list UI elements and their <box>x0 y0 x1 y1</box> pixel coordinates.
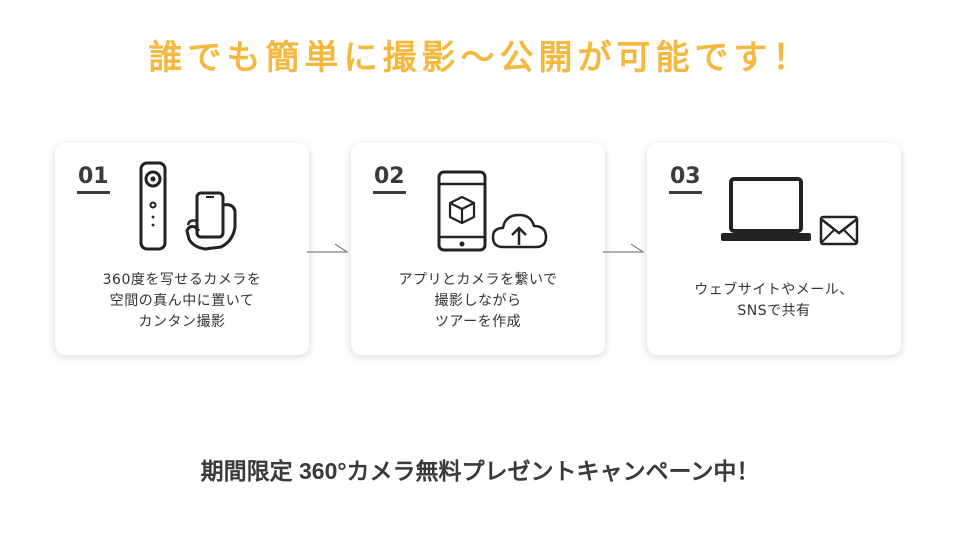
step-3-line-2: SNSで共有 <box>737 303 811 319</box>
step-card-1: 01 360度を写せるカメラを 空間の真ん中に置いて カンタン撮影 <box>55 143 309 355</box>
step-connector-2 <box>603 243 645 253</box>
step-card-3: 03 ウェブサイトやメール、 SNSで共有 <box>647 143 901 355</box>
smartphone-cube-icon <box>437 170 487 252</box>
step-1-line-3: カンタン撮影 <box>138 314 226 330</box>
step-number-1: 01 <box>77 163 110 194</box>
step-2-line-1: アプリとカメラを繋いで <box>398 272 558 288</box>
step-2-line-2: 撮影しながら <box>434 293 522 309</box>
360-camera-icon <box>139 161 167 251</box>
step-2-line-3: ツアーを作成 <box>434 314 522 330</box>
step-1-line-1: 360度を写せるカメラを <box>102 272 262 288</box>
step-description-3: ウェブサイトやメール、 SNSで共有 <box>647 280 901 322</box>
laptop-icon <box>721 177 811 241</box>
step-connector-1 <box>307 243 349 253</box>
step-3-line-1: ウェブサイトやメール、 <box>694 282 854 298</box>
step-1-line-2: 空間の真ん中に置いて <box>109 293 255 309</box>
mail-icon <box>819 215 859 246</box>
campaign-banner: 期間限定 360°カメラ無料プレゼントキャンペーン中！ <box>200 458 760 484</box>
step-description-2: アプリとカメラを繋いで 撮影しながら ツアーを作成 <box>351 270 605 333</box>
step-description-1: 360度を写せるカメラを 空間の真ん中に置いて カンタン撮影 <box>55 270 309 333</box>
smartphone-hand-icon <box>185 191 237 251</box>
step-card-2: 02 アプリとカメラを繋いで 撮影しながら ツアーを作成 <box>351 143 605 355</box>
step-number-2: 02 <box>373 163 406 194</box>
step-number-3: 03 <box>669 163 702 194</box>
cloud-upload-icon <box>491 213 548 249</box>
page-headline: 誰でも簡単に撮影〜公開が可能です！ <box>148 38 812 78</box>
